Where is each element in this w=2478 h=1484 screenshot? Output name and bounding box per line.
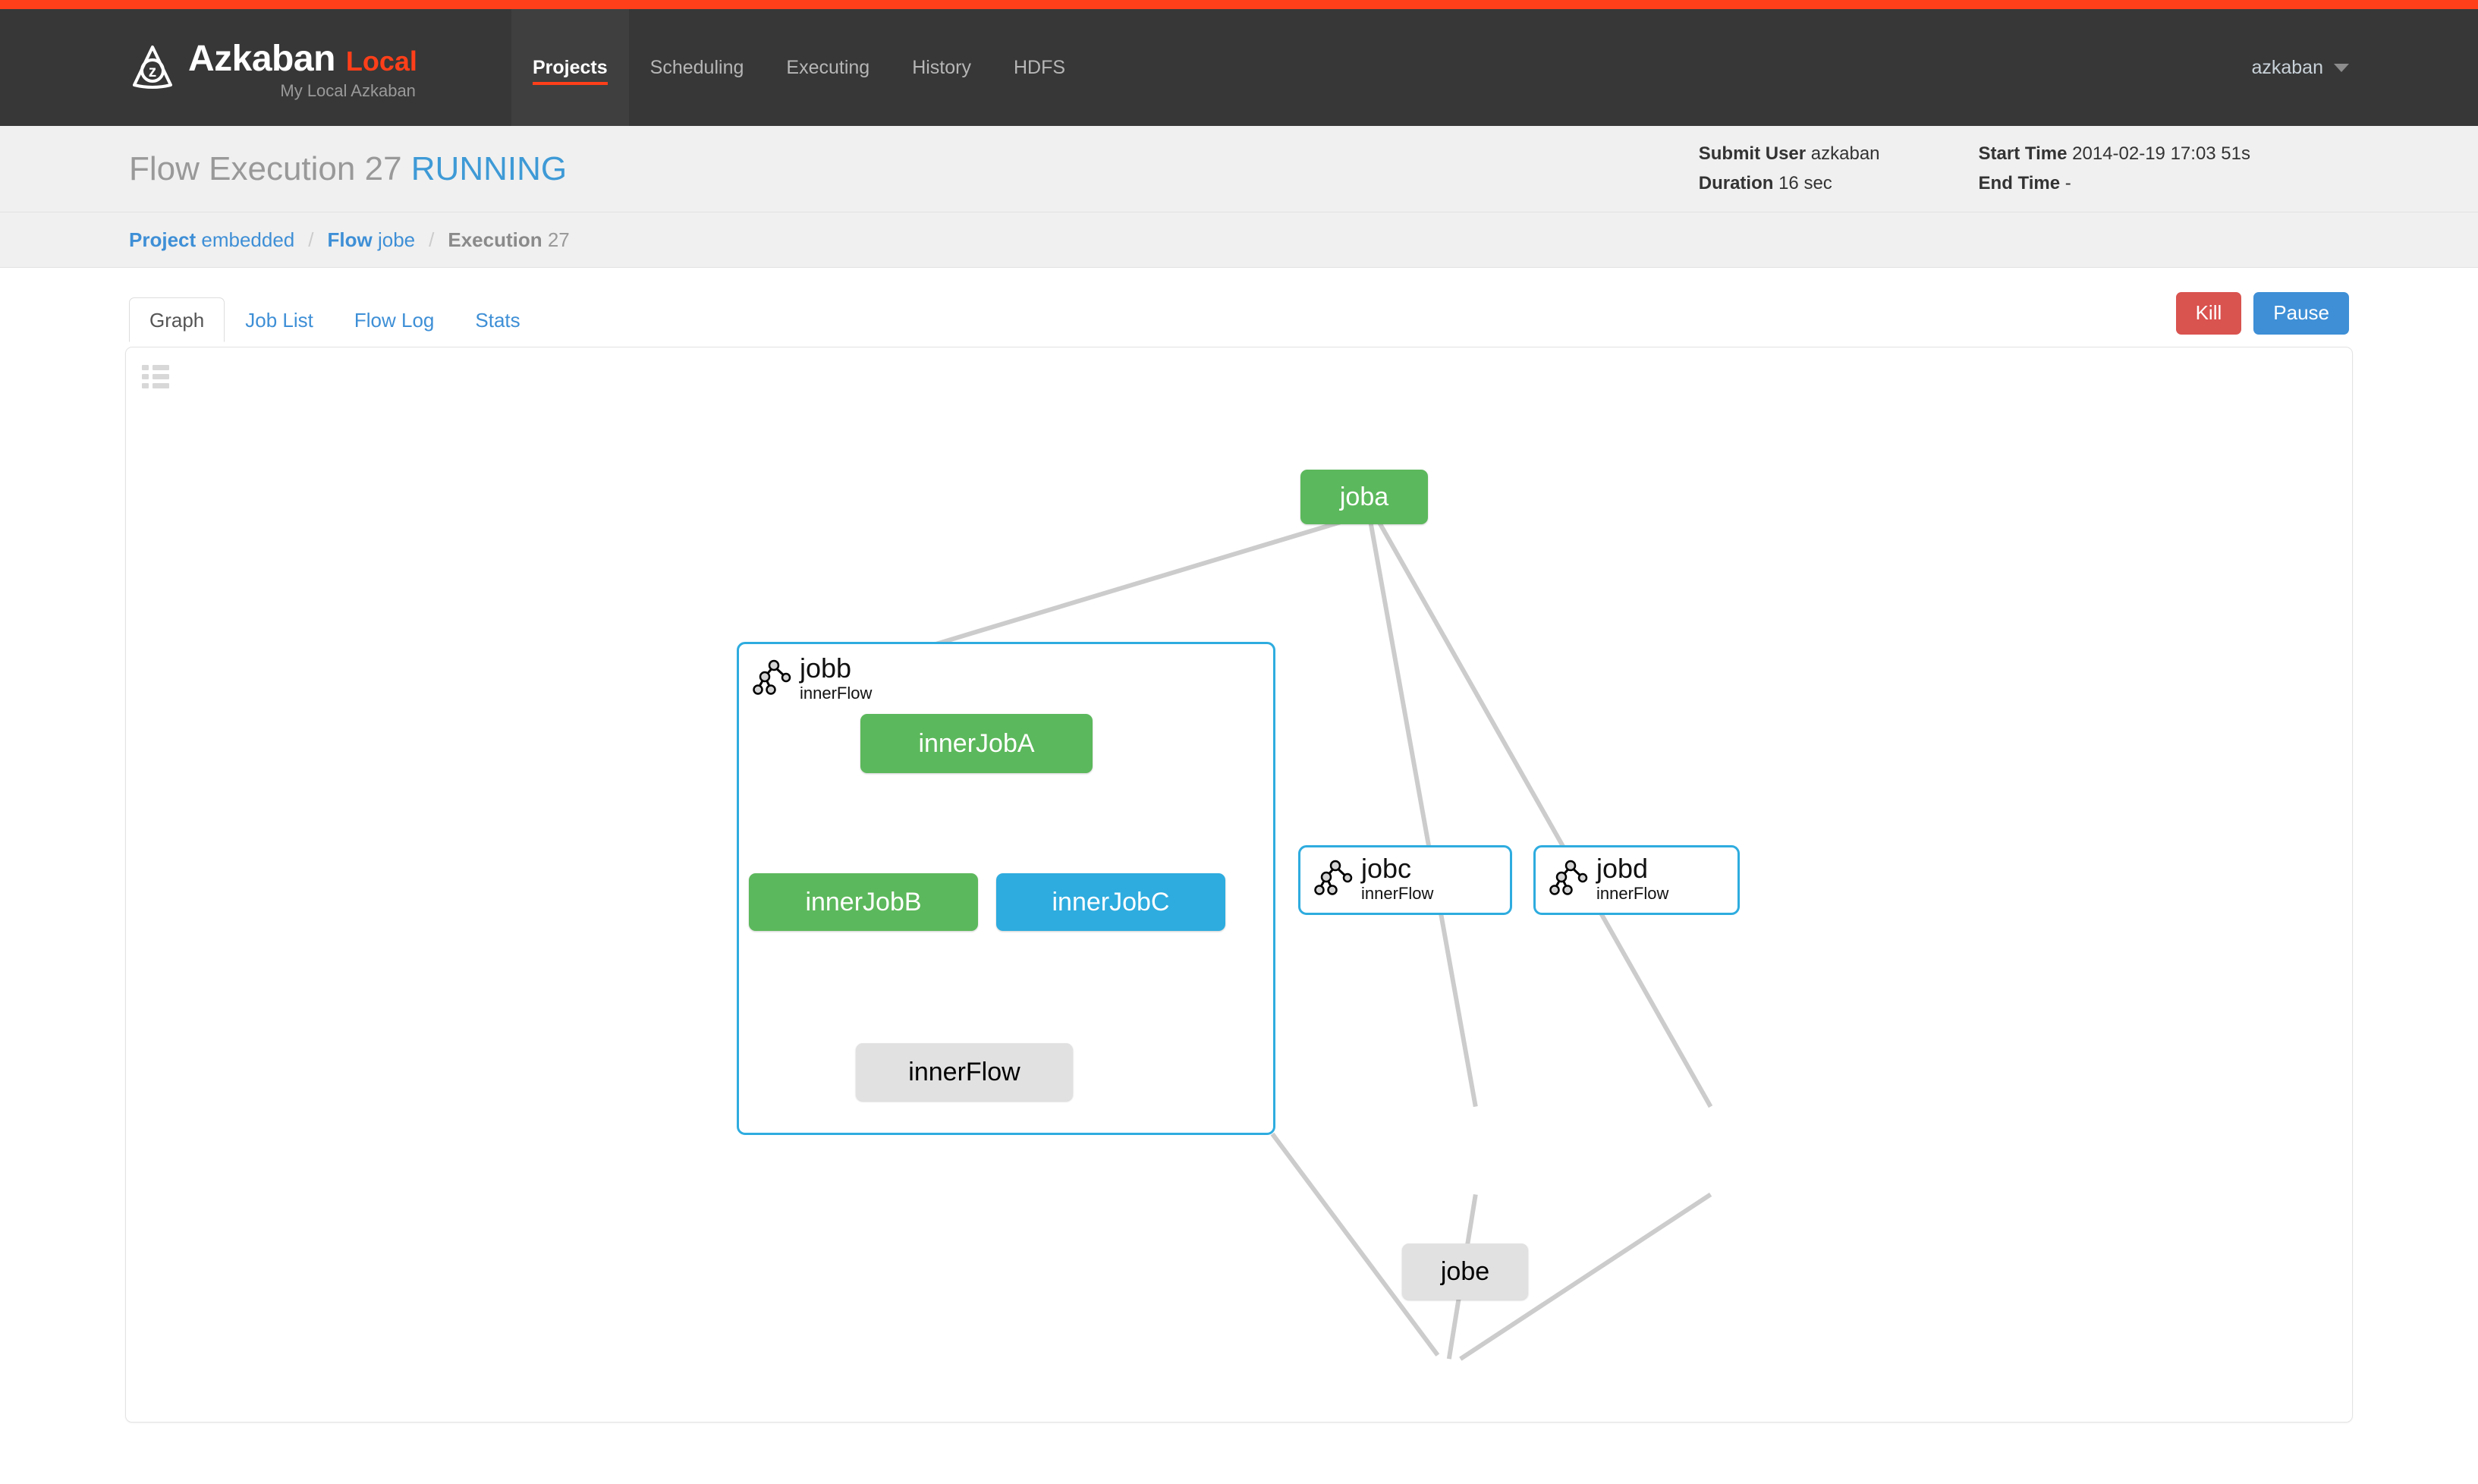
breadcrumb-separator-2: / <box>429 228 435 251</box>
breadcrumb-flow-value: jobe <box>377 228 416 251</box>
kill-button[interactable]: Kill <box>2175 292 2242 335</box>
tabs-row: Graph Job List Flow Log Stats Kill Pause <box>0 268 2478 342</box>
graph-node-innerJobA[interactable]: innerJobA <box>860 714 1093 773</box>
tab-job-list[interactable]: Job List <box>245 309 313 332</box>
nav-item-hdfs[interactable]: HDFS <box>1013 56 1066 78</box>
meta-column-right: Start Time 2014-02-19 17:03 51s End Time… <box>1979 140 2250 199</box>
graph-node-innerJobA-label: innerJobA <box>918 728 1035 758</box>
nav-item-executing[interactable]: Executing <box>786 56 870 78</box>
graph-node-innerJobC[interactable]: innerJobC <box>996 873 1225 931</box>
breadcrumb-flow[interactable]: Flow jobe <box>328 228 416 252</box>
page-title-prefix: Flow Execution <box>129 149 356 187</box>
brand-subtitle: My Local Azkaban <box>280 80 416 100</box>
top-navbar: z Azkaban Local My Local Azkaban Project… <box>0 9 2478 126</box>
user-menu[interactable]: azkaban <box>2251 9 2478 126</box>
meta-end-time-label: End Time <box>1978 172 2061 193</box>
page-title-execid: 27 <box>364 149 402 187</box>
breadcrumb-separator: / <box>308 228 314 251</box>
azkaban-logo-icon: z <box>133 46 172 89</box>
graph-node-jobe-label: jobe <box>1440 1256 1490 1286</box>
meta-start-time-value: 2014-02-19 17:03 51s <box>2072 143 2250 164</box>
breadcrumb-project[interactable]: Project embedded <box>129 228 294 252</box>
nav-items: Projects Scheduling Executing History HD… <box>511 9 1086 126</box>
svg-text:z: z <box>149 63 157 80</box>
page-title: Flow Execution 27 RUNNING <box>129 150 567 188</box>
graph-flow-jobc-header: jobc innerFlow <box>1300 847 1510 904</box>
graph-panel: joba jobb innerFlow innerJob <box>125 347 2353 1423</box>
graph-node-innerFlow[interactable]: innerFlow <box>856 1043 1073 1101</box>
breadcrumb-execution: Execution 27 <box>448 228 569 252</box>
tab-stats[interactable]: Stats <box>475 309 520 332</box>
meta-duration-label: Duration <box>1698 172 1774 193</box>
meta-duration-value: 16 sec <box>1778 172 1832 193</box>
flow-tree-icon <box>1549 860 1588 895</box>
graph-flow-jobc[interactable]: jobc innerFlow <box>1298 845 1512 915</box>
graph-flow-jobb-header: jobb innerFlow <box>739 644 1273 703</box>
graph-flow-jobd-sub: innerFlow <box>1596 883 1669 903</box>
pause-button[interactable]: Pause <box>2253 292 2349 335</box>
tab-graph[interactable]: Graph <box>129 297 225 342</box>
graph-node-innerJobC-label: innerJobC <box>1052 887 1170 916</box>
tab-flow-log[interactable]: Flow Log <box>354 309 435 332</box>
graph-node-jobe[interactable]: jobe <box>1402 1243 1528 1300</box>
breadcrumb: Project embedded / Flow jobe / Execution… <box>0 212 2478 268</box>
graph-flow-jobc-sub: innerFlow <box>1361 883 1434 903</box>
graph-flow-jobb-labels: jobb innerFlow <box>800 652 873 703</box>
graph-flow-jobb-sub: innerFlow <box>800 683 873 703</box>
meta-submit-user-value: azkaban <box>1810 143 1880 164</box>
graph-node-innerFlow-label: innerFlow <box>908 1057 1020 1086</box>
tab-actions: Kill Pause <box>2175 292 2349 342</box>
breadcrumb-project-value: embedded <box>201 228 295 251</box>
meta-start-time-label: Start Time <box>1978 143 2068 164</box>
meta-end-time-value: - <box>2064 172 2071 193</box>
graph-flow-jobd-name: jobd <box>1596 853 1649 884</box>
nav-item-projects[interactable]: Projects <box>511 9 629 126</box>
graph-node-joba-label: joba <box>1339 482 1389 511</box>
meta-end-time: End Time - <box>1979 169 2250 199</box>
meta-submit-user: Submit User azkaban <box>1699 140 1880 169</box>
graph-node-innerJobB-label: innerJobB <box>805 887 922 916</box>
graph-flow-jobc-labels: jobc innerFlow <box>1361 853 1434 904</box>
graph-flow-jobc-name: jobc <box>1361 853 1412 884</box>
breadcrumb-execution-value: 27 <box>547 228 570 251</box>
brand[interactable]: z Azkaban Local My Local Azkaban <box>0 9 511 126</box>
user-menu-label: azkaban <box>2251 56 2323 78</box>
graph-flow-jobd[interactable]: jobd innerFlow <box>1533 845 1740 915</box>
flow-tree-icon <box>1314 860 1353 895</box>
meta-column-left: Submit User azkaban Duration 16 sec <box>1699 140 1880 199</box>
status-badge: RUNNING <box>410 149 568 187</box>
graph-flow-jobd-header: jobd innerFlow <box>1536 847 1737 904</box>
flow-tree-icon <box>753 659 791 695</box>
graph-flow-jobd-labels: jobd innerFlow <box>1596 853 1669 904</box>
nav-item-scheduling[interactable]: Scheduling <box>649 56 744 78</box>
graph-flow-jobb[interactable]: jobb innerFlow innerJobA innerJobB inner… <box>737 642 1275 1135</box>
graph-node-joba[interactable]: joba <box>1300 470 1428 524</box>
meta-submit-user-label: Submit User <box>1698 143 1807 164</box>
chevron-down-icon <box>2334 63 2349 72</box>
execution-meta: Submit User azkaban Duration 16 sec Star… <box>1699 140 2349 199</box>
breadcrumb-flow-label: Flow <box>327 228 373 251</box>
graph-flow-jobb-name: jobb <box>800 652 852 684</box>
brand-name: Azkaban <box>188 38 335 79</box>
brand-tag: Local <box>345 45 417 77</box>
graph-node-innerJobB[interactable]: innerJobB <box>749 873 978 931</box>
meta-start-time: Start Time 2014-02-19 17:03 51s <box>1979 140 2250 169</box>
meta-duration: Duration 16 sec <box>1699 169 1880 199</box>
breadcrumb-execution-label: Execution <box>448 228 542 251</box>
breadcrumb-project-label: Project <box>129 228 197 251</box>
list-menu-icon[interactable] <box>142 365 169 388</box>
nav-item-history[interactable]: History <box>912 56 971 78</box>
page-header: Flow Execution 27 RUNNING Submit User az… <box>0 126 2478 212</box>
top-accent-stripe <box>0 0 2478 9</box>
